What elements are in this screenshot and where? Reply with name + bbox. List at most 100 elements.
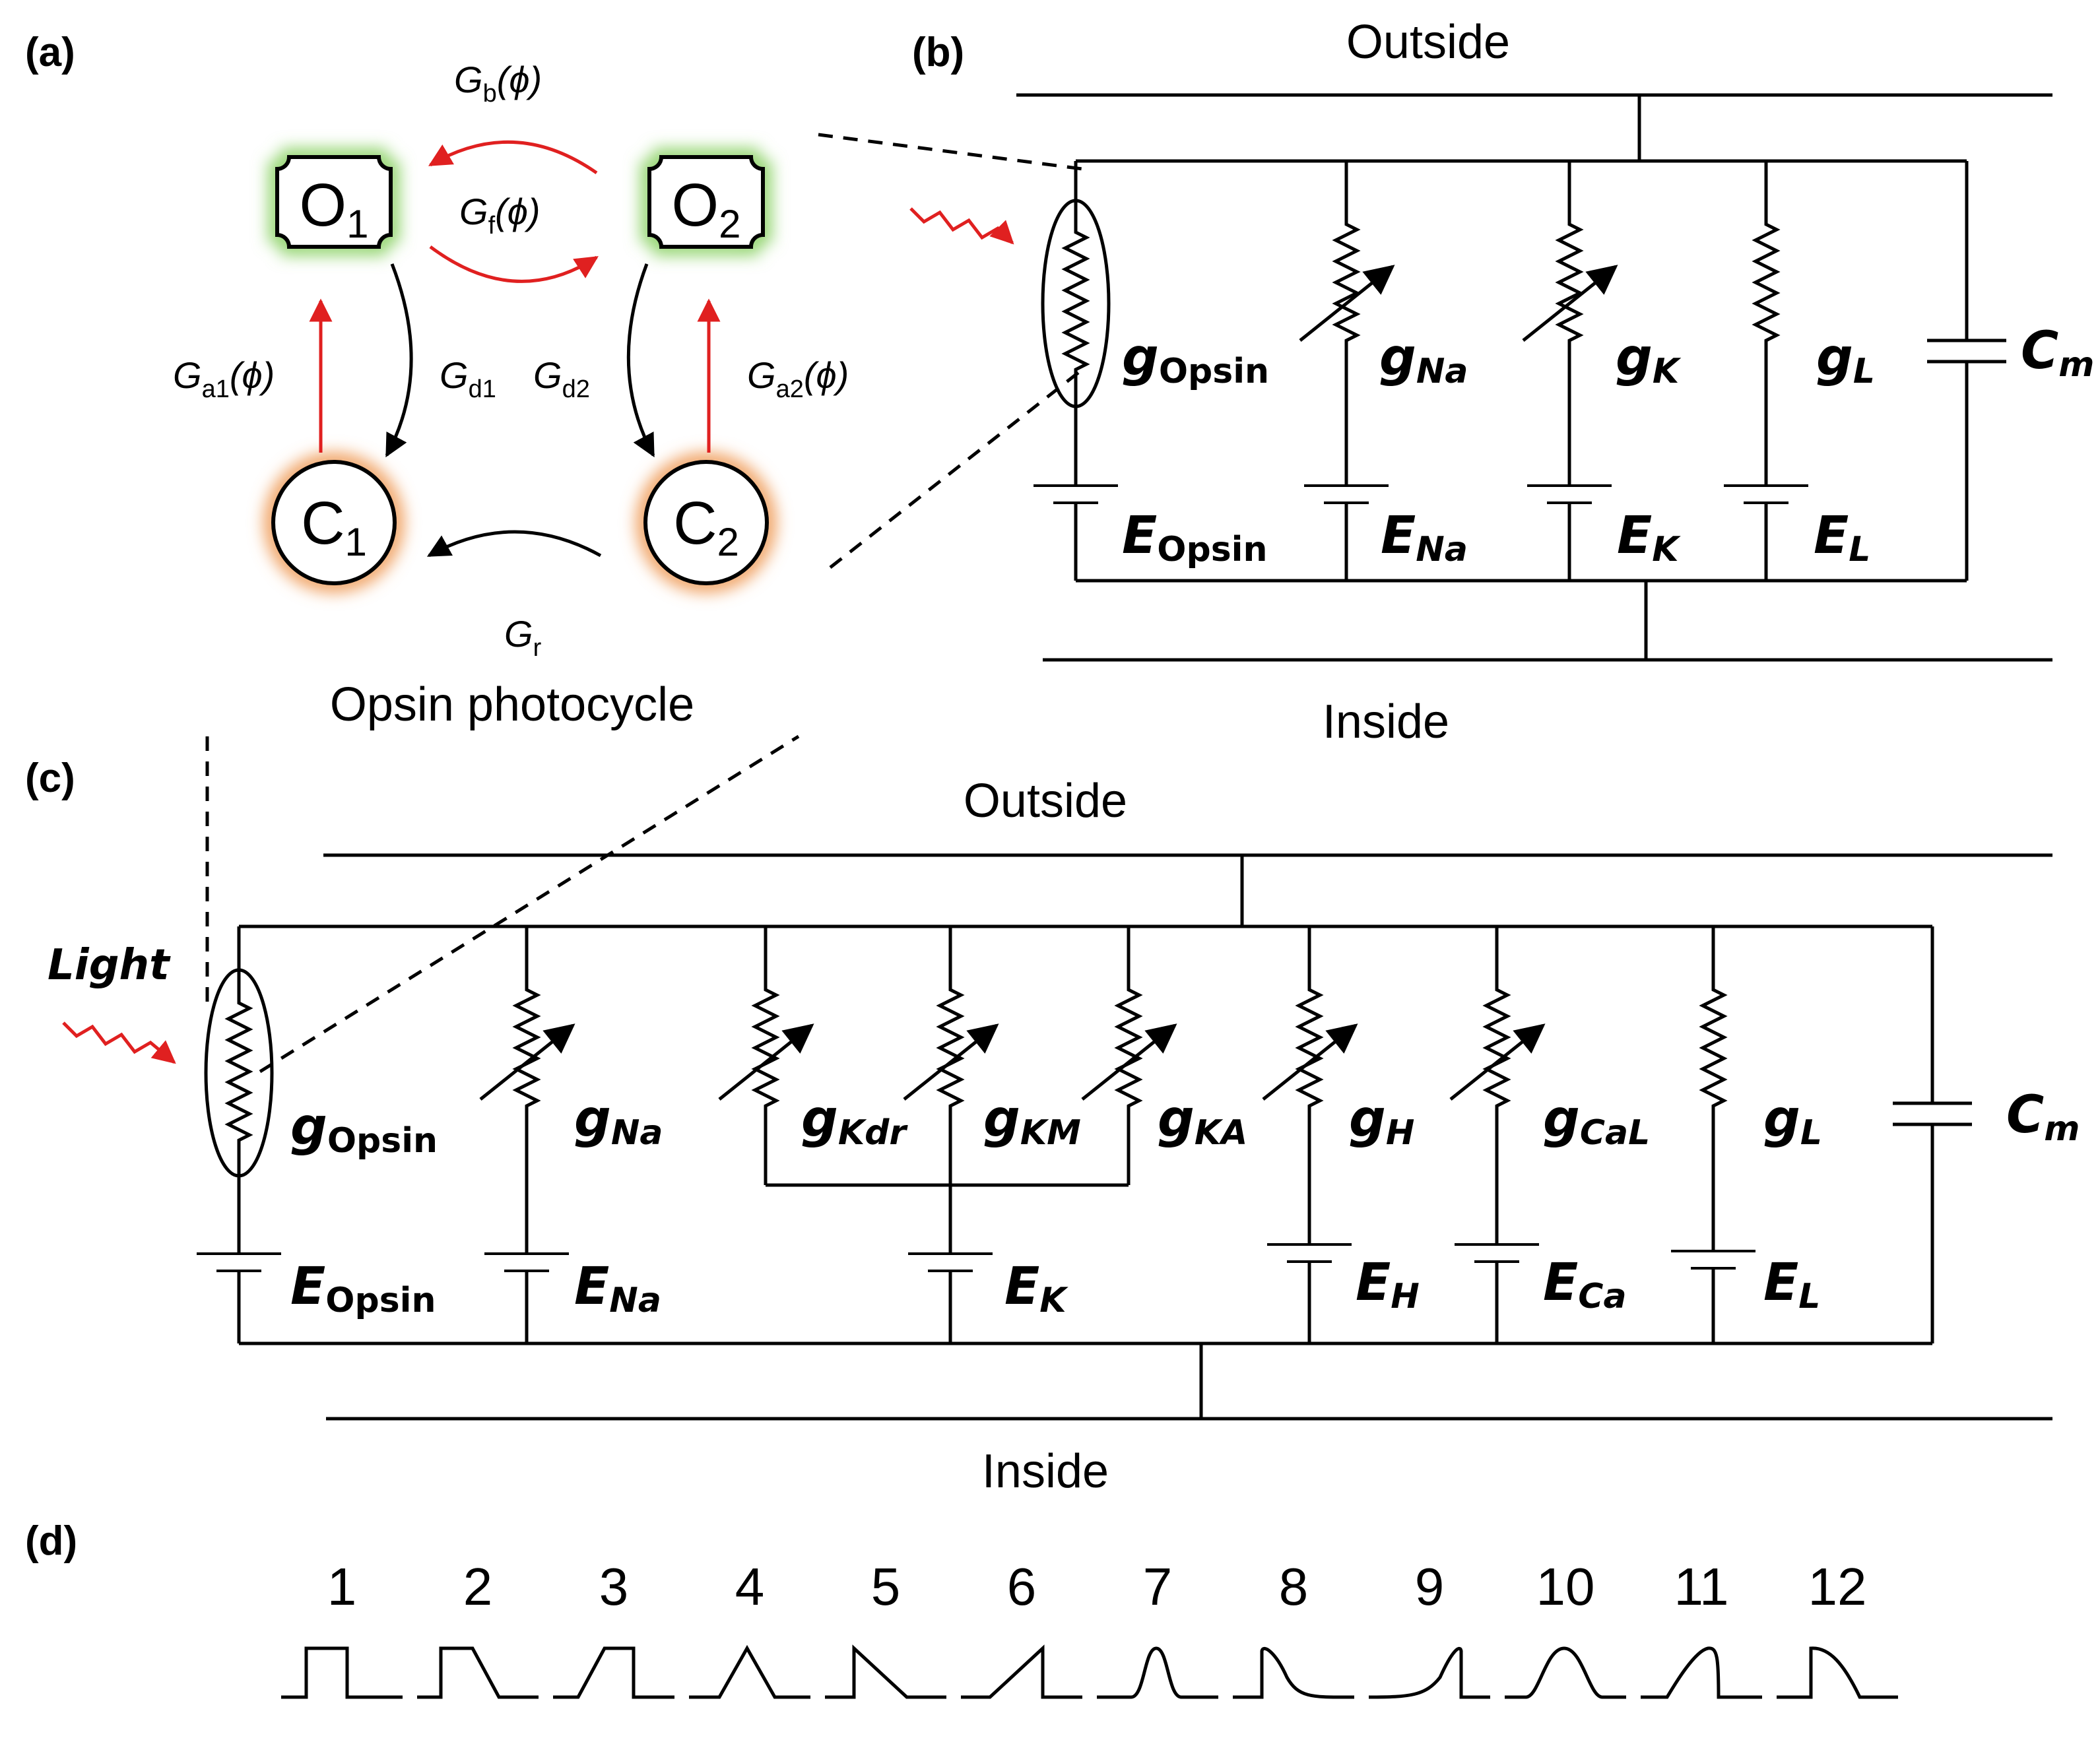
b-e-na: ENa [1381, 506, 1468, 569]
c-e-h: EH [1356, 1253, 1420, 1316]
pulse-number-5: 5 [871, 1557, 901, 1616]
b-branch-k: gK EK [1522, 161, 1682, 581]
b-g-opsin: gOpsin [1122, 328, 1269, 391]
c-ka-variable-arrow [1081, 1023, 1177, 1101]
c-opsin-resistor [224, 970, 253, 1254]
b-branch-cm: Cm [1927, 161, 2094, 581]
pulse-shape-4 [689, 1644, 810, 1699]
b-branch-na: gNa ENa [1299, 161, 1468, 581]
svg-text:C2: C2 [673, 490, 739, 564]
c-branch-cm: Cm [1893, 926, 2080, 1343]
c-ka-resistor [1114, 926, 1143, 1185]
b-g-na: gNa [1379, 328, 1468, 391]
pulse-number-3: 3 [599, 1557, 629, 1616]
panel-a-label: (a) [25, 30, 75, 75]
c-g-km: gKM [983, 1089, 1081, 1153]
c-branch-cal: gCaL ECa [1449, 926, 1650, 1343]
pulse-number-4: 4 [735, 1557, 765, 1616]
state-c1-sub: 1 [345, 520, 367, 564]
state-o2: O2 [641, 148, 771, 255]
panel-c-label: (c) [25, 756, 75, 801]
state-o1-label: O [300, 172, 347, 239]
pulse-shape-1 [281, 1646, 403, 1699]
pulse-number-8: 8 [1279, 1557, 1309, 1616]
pulse-number-1: 1 [327, 1557, 357, 1616]
b-e-k: EK [1617, 506, 1681, 569]
photocycle-caption: Opsin photocycle [330, 678, 694, 731]
b-branch-opsin: gOpsin EOpsin [909, 161, 1269, 581]
rate-gr: Gr [504, 613, 542, 662]
pulse-shape-5 [825, 1644, 946, 1699]
rate-ga1: Ga1(ϕ) [173, 354, 275, 403]
pulse-shape-3 [553, 1646, 674, 1699]
pulse-shape-12 [1777, 1646, 1898, 1699]
pulse-shape-10 [1505, 1646, 1626, 1699]
pulse-shape-7 [1097, 1646, 1218, 1699]
open-state-box [275, 155, 393, 249]
b-k-resistor [1555, 161, 1584, 486]
state-c1: C1 [264, 453, 404, 593]
rate-gd2: Gd2 [533, 354, 590, 403]
panel-b: (b) Outside Inside gOpsin EOpsin [909, 16, 2094, 748]
zoom-line-right-c [259, 734, 800, 1074]
pulse-shape-8 [1233, 1646, 1355, 1699]
closed-state-circle [643, 460, 769, 585]
rate-ga2: Ga2(ϕ) [747, 354, 849, 403]
arrow-gd2 [626, 263, 655, 458]
c-e-na: ENa [574, 1257, 661, 1320]
c-e-opsin: EOpsin [290, 1257, 436, 1320]
b-light-arrow [909, 207, 1014, 245]
panel-c: (c) Outside Inside Light gOpsin EOpsin [25, 756, 2080, 1498]
b-k-variable-arrow [1522, 265, 1618, 342]
svg-text:O2: O2 [672, 172, 741, 246]
panel-a: (a) O1 O2 C1 C2 [25, 30, 849, 731]
c-h-variable-arrow [1262, 1023, 1358, 1101]
state-o1: O1 [269, 148, 399, 255]
pulse-number-9: 9 [1415, 1557, 1445, 1616]
c-light-label: Light [48, 941, 171, 990]
c-kdr-resistor [751, 926, 780, 1185]
arrow-gr [426, 530, 602, 558]
pulse-shape-2 [417, 1646, 539, 1699]
b-g-l: gL [1816, 328, 1875, 391]
c-cm-label: Cm [2006, 1085, 2080, 1149]
pulse-number-12: 12 [1808, 1557, 1867, 1616]
arrow-gb [428, 140, 598, 175]
pulse-shape-6 [961, 1644, 1082, 1699]
b-e-opsin: EOpsin [1122, 506, 1268, 569]
state-o2-label: O [672, 172, 719, 239]
c-na-variable-arrow [479, 1023, 575, 1101]
rate-gf: Gf(ϕ) [459, 191, 541, 240]
b-cm-label: Cm [2021, 321, 2094, 385]
b-na-resistor [1332, 161, 1361, 486]
zoom-line-bottom-b [829, 368, 1084, 569]
pulse-number-6: 6 [1007, 1557, 1037, 1616]
c-g-h: gH [1349, 1089, 1414, 1153]
c-branch-opsin: gOpsin EOpsin [62, 926, 438, 1343]
pulse-number-7: 7 [1143, 1557, 1173, 1616]
svg-text:O1: O1 [300, 172, 369, 246]
pulse-shapes [281, 1644, 1898, 1699]
pulse-number-2: 2 [463, 1557, 493, 1616]
c-inside-label: Inside [982, 1445, 1109, 1498]
state-o2-sub: 2 [719, 202, 740, 246]
c-branch-na: gNa ENa [479, 926, 663, 1343]
b-outside-label: Outside [1346, 16, 1510, 69]
c-g-na: gNa [574, 1089, 663, 1153]
pulse-shape-11 [1641, 1646, 1762, 1699]
b-branch-l: gL EL [1724, 161, 1875, 581]
open-state-box [647, 155, 765, 249]
c-l-resistor [1699, 926, 1728, 1251]
b-opsin-resistor [1061, 215, 1090, 486]
c-e-l: EL [1763, 1253, 1820, 1316]
pulse-number-11: 11 [1674, 1557, 1728, 1616]
pulse-shape-9 [1368, 1646, 1490, 1699]
pulse-number-10: 10 [1536, 1557, 1595, 1616]
b-na-variable-arrow [1299, 265, 1395, 342]
c-cal-variable-arrow [1449, 1023, 1546, 1101]
c-cal-resistor [1482, 926, 1511, 1244]
c-outside-label: Outside [964, 775, 1127, 827]
